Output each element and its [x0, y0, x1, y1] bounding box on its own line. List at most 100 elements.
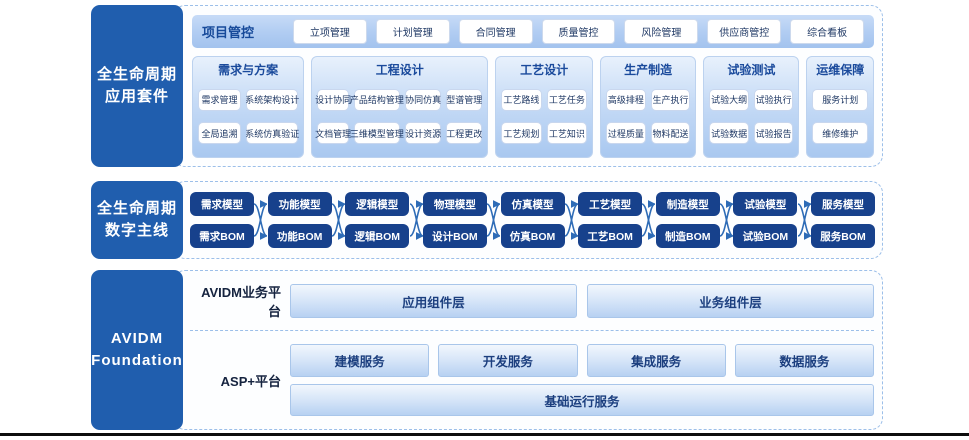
service-bar-integration[interactable]: 集成服务 — [586, 344, 726, 377]
panel-maintenance-grid: 服务计划 维修维护 — [812, 81, 868, 152]
cross-link-connector — [797, 200, 811, 240]
digital-thread-chain: 需求模型 需求BOM 功能模型 功能BOM 逻辑模型 逻辑BOM — [190, 190, 875, 250]
cross-link-connector — [254, 200, 268, 240]
bom-node[interactable]: 服务BOM — [811, 224, 875, 248]
panel-engineering-design-title: 工程设计 — [375, 63, 424, 77]
project-button-quality[interactable]: 质量管控 — [541, 19, 616, 44]
project-button-plan[interactable]: 计划管理 — [375, 19, 450, 44]
model-node[interactable]: 工艺模型 — [578, 192, 643, 216]
thread-pair-physical: 物理模型 设计BOM — [422, 192, 487, 248]
panel-maintenance: 运维保障 服务计划 维修维护 — [806, 56, 874, 158]
bom-node[interactable]: 逻辑BOM — [345, 224, 410, 248]
module-chip[interactable]: 高级排程 — [606, 88, 646, 111]
project-button-contract[interactable]: 合同管理 — [458, 19, 533, 44]
model-node[interactable]: 功能模型 — [267, 192, 332, 216]
module-chip[interactable]: 试验执行 — [753, 88, 794, 111]
platform-divider — [190, 330, 874, 331]
module-chip[interactable]: 维修维护 — [812, 122, 868, 145]
panel-test: 试验测试 试验大纲 试验执行 试验数据 试验报告 — [703, 56, 800, 158]
base-runtime-row: 基础运行服务 — [290, 384, 874, 416]
module-chip[interactable]: 系统架构设计 — [245, 88, 299, 111]
service-bar-base-runtime[interactable]: 基础运行服务 — [290, 384, 874, 416]
asp-service-bars: 建模服务 开发服务 集成服务 数据服务 — [290, 344, 874, 377]
cross-link-connector — [487, 200, 501, 240]
module-chip[interactable]: 工艺任务 — [546, 88, 588, 111]
suite-columns: 需求与方案 需求管理 系统架构设计 全局追溯 系统仿真验证 工程设计 设计协同 … — [192, 56, 874, 158]
section-digital-thread: 全生命周期 数字主线 需求模型 需求BOM 功能模型 功能BOM 逻辑模型 — [91, 181, 883, 259]
panel-production-grid: 高级排程 生产执行 过程质量 物料配送 — [606, 81, 691, 152]
model-node[interactable]: 服务模型 — [811, 192, 875, 216]
model-node[interactable]: 逻辑模型 — [345, 192, 410, 216]
panel-requirements: 需求与方案 需求管理 系统架构设计 全局追溯 系统仿真验证 — [192, 56, 305, 158]
project-button-supplier[interactable]: 供应商管控 — [707, 19, 782, 44]
business-platform-label: AVIDM业务平台 — [201, 285, 281, 319]
layer-bar-app-components[interactable]: 应用组件层 — [290, 284, 577, 318]
module-chip[interactable]: 产品结构管理 — [350, 88, 404, 111]
thread-sidebar-line2: 数字主线 — [104, 222, 169, 239]
thread-pair-test: 试验模型 试验BOM — [733, 192, 798, 248]
service-bar-development[interactable]: 开发服务 — [438, 344, 578, 377]
model-node[interactable]: 试验模型 — [733, 192, 798, 216]
bom-node[interactable]: 需求BOM — [190, 224, 254, 248]
module-chip[interactable]: 三维模型管理 — [350, 122, 404, 145]
cross-link-connector — [720, 200, 734, 240]
model-node[interactable]: 仿真模型 — [500, 192, 565, 216]
module-chip[interactable]: 生产执行 — [650, 88, 691, 111]
model-node[interactable]: 需求模型 — [190, 192, 254, 216]
panel-engineering-design-grid: 设计协同 产品结构管理 协同仿真 型谱管理 文档管理 三维模型管理 设计资源 工… — [315, 81, 482, 152]
module-chip[interactable]: 试验报告 — [753, 122, 794, 145]
module-chip[interactable]: 系统仿真验证 — [245, 122, 299, 145]
module-chip[interactable]: 工艺路线 — [501, 88, 542, 111]
module-chip[interactable]: 工程更改 — [446, 122, 482, 145]
section-avidm-foundation: AVIDM Foundation AVIDM业务平台 应用组件层 业务组件层 A… — [91, 270, 883, 430]
suite-sidebar-title: 全生命周期 应用套件 — [91, 5, 183, 167]
thread-pair-logic: 逻辑模型 逻辑BOM — [345, 192, 410, 248]
asp-platform-label: ASP+平台 — [220, 373, 281, 389]
model-node[interactable]: 制造模型 — [655, 192, 720, 216]
module-chip[interactable]: 试验数据 — [709, 122, 749, 145]
panel-engineering-design: 工程设计 设计协同 产品结构管理 协同仿真 型谱管理 文档管理 三维模型管理 设… — [311, 56, 489, 158]
module-chip[interactable]: 设计协同 — [315, 88, 351, 111]
service-bar-modeling[interactable]: 建模服务 — [290, 344, 430, 377]
suite-sidebar-line2: 应用套件 — [104, 88, 169, 105]
project-button-initiation[interactable]: 立项管理 — [293, 19, 367, 44]
model-node[interactable]: 物理模型 — [422, 192, 487, 216]
service-bar-data[interactable]: 数据服务 — [734, 344, 874, 377]
module-chip[interactable]: 型谱管理 — [446, 88, 482, 111]
business-platform-row: AVIDM业务平台 应用组件层 业务组件层 — [190, 284, 874, 319]
thread-pair-process: 工艺模型 工艺BOM — [578, 192, 643, 248]
panel-requirements-grid: 需求管理 系统架构设计 全局追溯 系统仿真验证 — [198, 81, 299, 152]
section-lifecycle-app-suite: 全生命周期 应用套件 项目管控 立项管理 计划管理 合同管理 质量管控 风险管理… — [91, 5, 883, 167]
bom-node[interactable]: 功能BOM — [267, 224, 332, 248]
module-chip[interactable]: 协同仿真 — [404, 88, 442, 111]
panel-process-design-title: 工艺设计 — [520, 63, 569, 77]
bom-node[interactable]: 工艺BOM — [578, 224, 643, 248]
bom-node[interactable]: 设计BOM — [422, 224, 487, 248]
bom-node[interactable]: 试验BOM — [733, 224, 798, 248]
thread-sidebar-title: 全生命周期 数字主线 — [91, 181, 183, 259]
module-chip[interactable]: 设计资源 — [404, 122, 442, 145]
module-chip[interactable]: 过程质量 — [606, 122, 646, 145]
cross-link-connector — [409, 200, 423, 240]
panel-process-design: 工艺设计 工艺路线 工艺任务 工艺规划 工艺知识 — [495, 56, 594, 158]
bottom-border-line — [0, 433, 969, 436]
layer-bar-business-components[interactable]: 业务组件层 — [587, 284, 874, 318]
module-chip[interactable]: 试验大纲 — [709, 88, 749, 111]
module-chip[interactable]: 服务计划 — [812, 88, 868, 111]
module-chip[interactable]: 工艺规划 — [501, 122, 542, 145]
business-platform-bars: 应用组件层 业务组件层 — [290, 284, 874, 318]
foundation-sidebar-line2: Foundation — [91, 352, 183, 369]
asp-platform-bars: 建模服务 开发服务 集成服务 数据服务 基础运行服务 — [290, 344, 874, 416]
thread-panel: 需求模型 需求BOM 功能模型 功能BOM 逻辑模型 逻辑BOM — [173, 181, 883, 259]
module-chip[interactable]: 全局追溯 — [198, 122, 242, 145]
module-chip[interactable]: 工艺知识 — [546, 122, 588, 145]
module-chip[interactable]: 文档管理 — [315, 122, 351, 145]
panel-test-title: 试验测试 — [727, 63, 776, 77]
cross-link-connector — [331, 200, 345, 240]
project-button-dashboard[interactable]: 综合看板 — [790, 19, 865, 44]
module-chip[interactable]: 物料配送 — [650, 122, 691, 145]
bom-node[interactable]: 仿真BOM — [500, 224, 565, 248]
project-button-risk[interactable]: 风险管理 — [624, 19, 699, 44]
bom-node[interactable]: 制造BOM — [655, 224, 720, 248]
module-chip[interactable]: 需求管理 — [198, 88, 242, 111]
